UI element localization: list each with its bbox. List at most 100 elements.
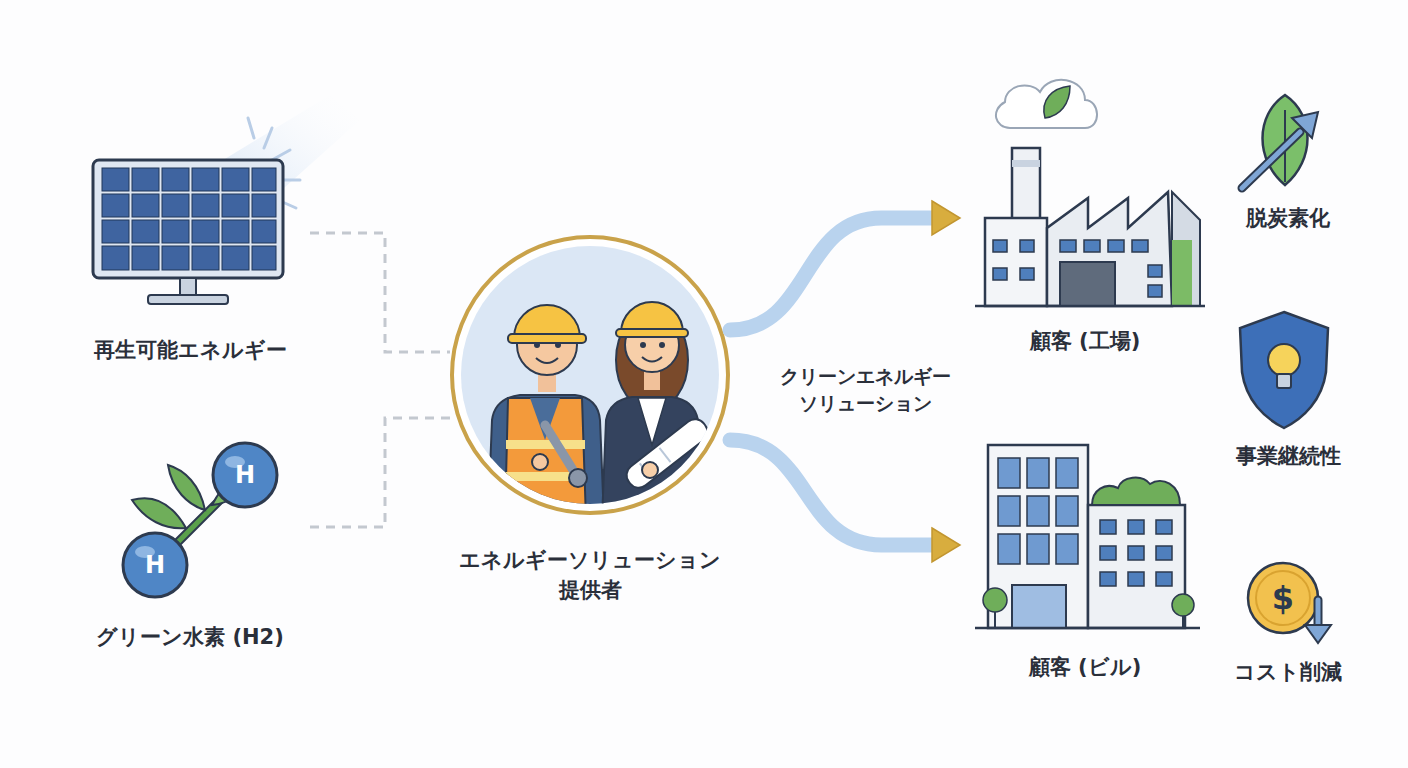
provider-circle-illustration-part — [532, 454, 548, 470]
office-building-icon-part — [998, 496, 1020, 526]
cost-reduction-icon-part — [1256, 571, 1310, 625]
office-building-icon-part — [975, 627, 1200, 630]
arrow-head — [932, 528, 960, 562]
atom-symbol: H — [220, 460, 270, 490]
solar-panel-icon-part — [180, 278, 196, 296]
provider-circle-illustration-part — [616, 329, 688, 337]
hydrogen-molecule-icon-part — [213, 443, 277, 507]
factory-icon-part — [993, 240, 1007, 252]
solar-panel-icon-part — [102, 168, 276, 270]
factory-icon-part — [993, 268, 1007, 280]
office-building-icon-part — [1088, 505, 1185, 628]
benefit-label: 脱炭素化 — [1208, 205, 1368, 232]
provider-circle-illustration — [452, 237, 728, 520]
arrow-head — [932, 201, 960, 235]
solar-panel-icon-part — [132, 194, 159, 217]
decarbonization-icon-part — [1242, 132, 1300, 188]
office-building-icon-part — [998, 458, 1020, 488]
hydrogen-molecule-icon — [123, 443, 277, 597]
factory-icon-part — [1148, 265, 1162, 277]
provider-circle-illustration-part — [659, 342, 665, 348]
solar-panel-icon-part — [102, 220, 129, 243]
energy-source-node: 再生可能エネルギー — [70, 120, 310, 365]
office-building-icon-part — [1092, 478, 1180, 505]
decarbonization-icon — [1242, 95, 1318, 188]
office-building-icon-part — [1027, 496, 1049, 526]
provider-circle-illustration-part — [536, 358, 558, 363]
factory-icon-part — [1060, 240, 1076, 252]
solar-panel-icon-part — [132, 246, 159, 270]
edge-label: クリーンエネルギー ソリューション — [765, 363, 965, 417]
office-building-icon-part — [1156, 520, 1172, 534]
solar-panel-icon-part — [252, 194, 276, 217]
node-caption: 顧客 (工場) — [1030, 326, 1141, 356]
provider-circle-illustration-part — [505, 398, 586, 520]
provider-circle-illustration-part — [622, 415, 712, 492]
business-continuity-icon-part — [1240, 312, 1328, 428]
provider-circle-illustration-part — [642, 462, 658, 478]
solar-panel-icon-part — [192, 194, 219, 217]
hydrogen-molecule-icon-part — [123, 533, 187, 597]
decarbonization-icon-part — [1242, 132, 1300, 188]
connector — [310, 233, 450, 352]
factory-icon-part — [1020, 240, 1034, 252]
factory-icon-part — [1012, 160, 1040, 167]
node-caption: 再生可能エネルギー — [94, 335, 287, 365]
solar-panel-icon-part — [93, 160, 283, 278]
factory-icon-part — [1044, 86, 1070, 118]
office-building-icon-part — [1027, 534, 1049, 564]
cost-reduction-icon-part — [1305, 625, 1331, 643]
solar-panel-icon-part — [222, 194, 249, 217]
provider-circle-illustration-part — [659, 448, 670, 462]
solar-panel-icon-part — [162, 220, 189, 243]
solar-panel-icon-part — [132, 168, 159, 191]
solar-panel-icon-part — [192, 220, 219, 243]
business-continuity-icon-part — [1277, 374, 1291, 388]
customer-node: 顧客 (工場) — [960, 50, 1210, 356]
provider-circle-illustration-part — [488, 395, 604, 520]
provider-circle-illustration-part — [488, 302, 712, 520]
solar-panel-icon-part — [162, 194, 189, 217]
office-building-icon-part — [994, 612, 996, 628]
solar-panel-icon — [93, 95, 360, 304]
flow-arrow — [730, 218, 932, 330]
benefit-label: コスト削減 — [1208, 659, 1368, 686]
office-building-icon-part — [1128, 546, 1144, 560]
provider-circle-illustration-part — [622, 415, 712, 492]
factory-icon-part — [1172, 240, 1192, 306]
office-building-icon-part — [1027, 458, 1049, 488]
dashed-connector — [310, 233, 450, 352]
office-building-icon-part — [1156, 546, 1172, 560]
solar-panel-icon-part — [222, 220, 249, 243]
solar-panel-icon-part — [264, 128, 272, 148]
provider-circle-illustration-part — [638, 398, 666, 445]
office-building-icon-part — [1100, 520, 1116, 534]
solar-panel-icon-part — [192, 168, 219, 191]
provider-circle-illustration-part — [506, 440, 585, 449]
solar-panel-icon-part — [252, 220, 276, 243]
cost-reduction-icon-part — [1248, 563, 1318, 633]
connector — [310, 418, 450, 527]
office-building-icon-part — [1128, 572, 1144, 586]
office-building-icon-part — [1100, 572, 1116, 586]
energy-source-node: グリーン水素 (H2) — [70, 440, 310, 652]
decarbonization-icon-part — [1263, 95, 1308, 185]
office-building-icon-part — [1100, 520, 1172, 586]
office-building-icon-part — [1100, 546, 1116, 560]
solar-panel-icon-part — [252, 246, 276, 270]
cost-reduction-icon-part — [1316, 600, 1321, 628]
cost-reduction-icon-part — [1314, 600, 1323, 628]
provider-circle-illustration-part — [642, 357, 662, 362]
office-building-icon-part — [1056, 458, 1078, 488]
solar-panel-icon-part — [102, 246, 129, 270]
factory-icon-part — [1047, 192, 1172, 306]
office-building-icon-part — [998, 458, 1078, 564]
benefit-label: 事業継続性 — [1208, 443, 1368, 470]
cost-reduction-icon — [1248, 563, 1331, 643]
business-continuity-icon-part — [1268, 344, 1300, 376]
factory-icon-part — [1084, 240, 1100, 252]
factory-icon-part — [1172, 192, 1200, 306]
factory-icon-part — [975, 305, 1205, 308]
solar-panel-icon-part — [148, 295, 228, 304]
solar-panel-icon-part — [222, 168, 249, 191]
